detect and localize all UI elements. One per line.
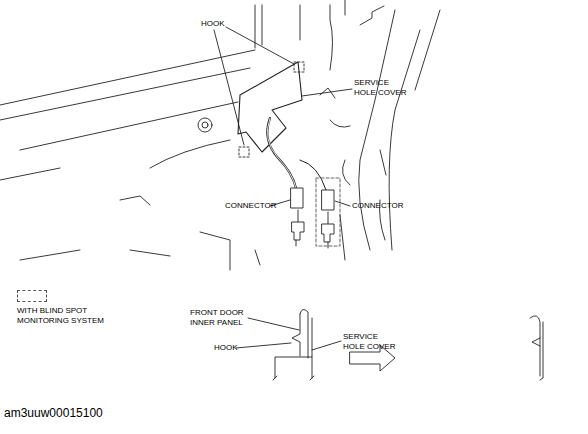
part-label: CONNECTOR — [225, 201, 276, 210]
part-label-box: CONNECTOR — [225, 201, 285, 211]
figure-id: am3uuw00015100 — [4, 406, 103, 420]
legend-text: WITH BLIND SPOT MONITORING SYSTEM — [17, 306, 104, 325]
legend-sample — [17, 290, 47, 302]
part-label: FRONT DOOR INNER PANEL — [190, 308, 244, 327]
legend-text-box: WITH BLIND SPOT MONITORING SYSTEM — [17, 306, 107, 326]
part-label-box: HOOK — [201, 19, 261, 29]
part-label-box: CONNECTOR — [352, 201, 412, 211]
figure-id-box: am3uuw00015100 — [4, 406, 204, 420]
part-label: SERVICE HOLE COVER — [343, 332, 395, 351]
part-label-box: SERVICE HOLE COVER — [354, 78, 410, 98]
part-label-box: HOOK — [214, 343, 254, 353]
part-label: CONNECTOR — [352, 201, 403, 210]
part-label: SERVICE HOLE COVER — [354, 78, 406, 97]
part-label-box: SERVICE HOLE COVER — [343, 332, 399, 352]
part-label: HOOK — [214, 343, 238, 352]
part-label-box: FRONT DOOR INNER PANEL — [190, 308, 260, 328]
part-label: HOOK — [201, 19, 225, 28]
